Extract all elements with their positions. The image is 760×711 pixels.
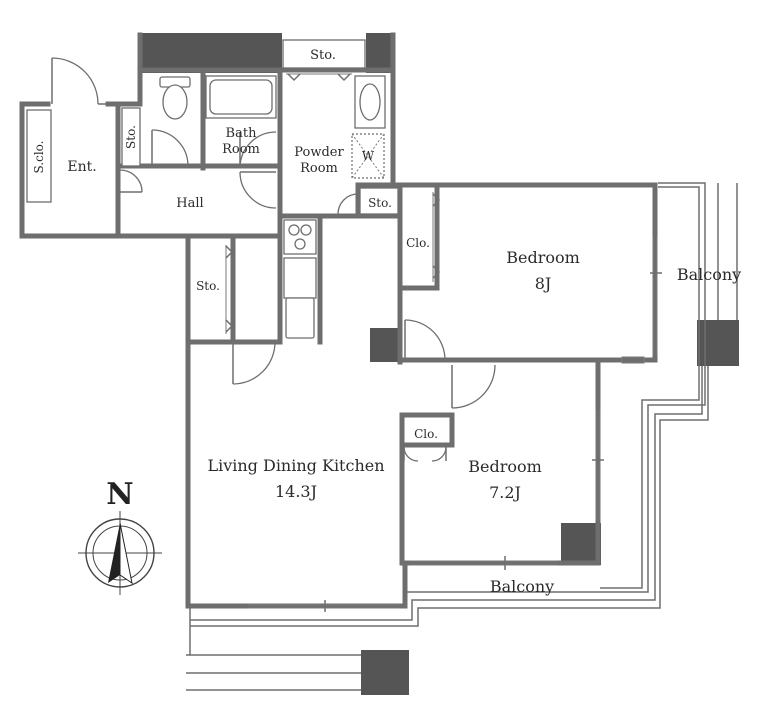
label-bedroom1-name: Bedroom	[506, 248, 580, 267]
kitchen-counter	[283, 257, 317, 299]
label-entrance: Ent.	[67, 159, 96, 175]
label-closet-bed2: Clo.	[414, 427, 438, 441]
label-hall: Hall	[176, 196, 203, 211]
sliding-doors	[225, 73, 441, 334]
label-bedroom2-size: 7.2J	[489, 483, 521, 502]
toilet-icon	[159, 76, 191, 120]
label-entry-storage: Sto.	[124, 125, 138, 149]
top-storage-cabinet	[282, 39, 366, 69]
label-powder-storage: Sto.	[368, 196, 392, 210]
walls	[19, 32, 658, 609]
label-top-storage: Sto.	[310, 48, 336, 63]
label-bath-1: Bath	[226, 126, 258, 141]
label-bedroom2-name: Bedroom	[468, 457, 542, 476]
compass-north-label: N	[106, 477, 133, 512]
label-ldk-name: Living Dining Kitchen	[207, 456, 384, 475]
label-shoe-closet: S.clo.	[32, 141, 46, 174]
sink-icon	[354, 75, 386, 129]
label-ldk-size: 14.3J	[275, 482, 317, 501]
label-balcony-south: Balcony	[490, 577, 554, 596]
shoe-closet-cabinet	[26, 109, 52, 203]
label-powder-1: Powder	[294, 145, 344, 160]
balcony-rails	[186, 182, 738, 691]
structural-pillars	[140, 33, 739, 695]
room-labels: Ent. S.clo. Sto. Sto. Bath Room Powder R…	[32, 48, 741, 596]
bathtub-icon	[205, 75, 277, 119]
windows	[248, 237, 662, 612]
label-balcony-east: Balcony	[677, 265, 741, 284]
label-bath-2: Room	[222, 142, 260, 157]
powder-storage-cabinet	[359, 187, 399, 215]
label-closet-bed1: Clo.	[406, 236, 430, 250]
kitchen-sink-icon	[285, 297, 315, 339]
label-powder-2: Room	[300, 161, 338, 176]
entry-storage-cabinet	[121, 107, 141, 167]
label-bedroom1-size: 8J	[535, 274, 552, 293]
doors	[51, 57, 496, 462]
label-washer: W	[362, 149, 375, 163]
compass-icon	[78, 511, 162, 595]
fixtures	[26, 39, 399, 339]
stove-icon	[283, 219, 317, 255]
label-hall-storage: Sto.	[196, 279, 220, 293]
